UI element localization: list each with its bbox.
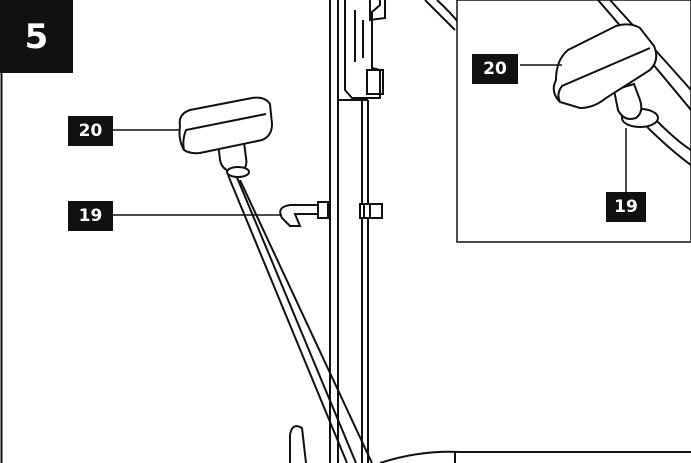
- callout-rope-guide: 19: [68, 201, 113, 231]
- step-number: 5: [24, 16, 49, 57]
- inset-callout-handle: 20: [472, 54, 518, 84]
- inset-callout-handle-label: 20: [483, 59, 507, 79]
- lower-parts: [289, 425, 691, 463]
- leader-lines: [113, 129, 282, 216]
- callout-handle-label: 20: [78, 121, 103, 141]
- starter-handle: [178, 96, 274, 178]
- rope-guide-clip: [279, 201, 383, 227]
- starter-rope: [227, 174, 373, 463]
- inset-callout-ring-label: 19: [614, 197, 638, 217]
- inset-leader-lines: [520, 64, 627, 192]
- inset-drawing: [552, 0, 691, 166]
- inset-callout-ring: 19: [606, 192, 646, 222]
- callout-handle: 20: [68, 116, 113, 146]
- frame-post: [329, 0, 459, 463]
- step-number-badge: 5: [0, 0, 73, 73]
- callout-rope-guide-label: 19: [78, 206, 103, 226]
